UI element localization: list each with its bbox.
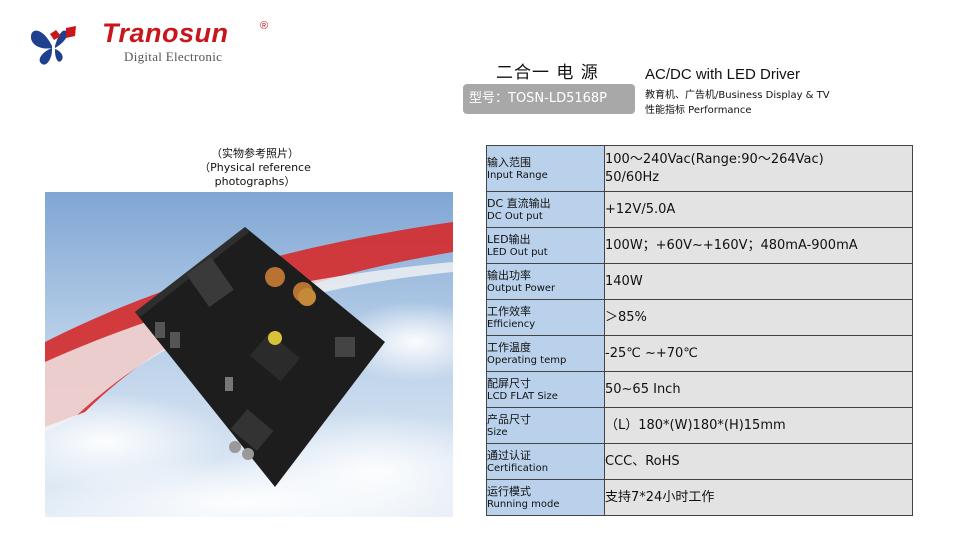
spec-value: 100W；+60V~+160V；480mA-900mA [604,227,913,264]
spec-label-cn: 工作温度 [487,340,531,354]
spec-value-line: 50/60Hz [605,169,660,185]
spec-label: 输出功率 Output Power [486,263,605,300]
spec-label: 输入范围 Input Range [486,145,605,192]
spec-label-en: Size [487,426,508,438]
spec-label-cn: DC 直流输出 [487,196,551,210]
spec-value-line: ＞85% [605,309,647,325]
spec-label: DC 直流输出 DC Out put [486,191,605,228]
spec-row: DC 直流输出 DC Out put +12V/5.0A [486,191,913,228]
spec-row: 工作温度 Operating temp -25℃ ~+70℃ [486,335,913,372]
spec-value: 100～240Vac(Range:90～264Vac) 50/60Hz [604,145,913,192]
spec-label: 工作温度 Operating temp [486,335,605,372]
spec-label-en: Output Power [487,282,556,294]
spec-label-cn: 通过认证 [487,448,531,462]
spec-label: 运行模式 Running mode [486,479,605,516]
spec-value: +12V/5.0A [604,191,913,228]
spec-row: LED输出 LED Out put 100W；+60V~+160V；480mA-… [486,227,913,264]
product-title-cn: 二合一 电 源 [496,63,599,83]
spec-label: LED输出 LED Out put [486,227,605,264]
spec-label: 工作效率 Efficiency [486,299,605,336]
spec-label: 产品尺寸 Size [486,407,605,444]
product-title-en: AC/DC with LED Driver [645,66,801,83]
model-label: 型号：TOSN-LD5168P [463,84,635,114]
spec-row: 运行模式 Running mode 支持7*24小时工作 [486,479,913,516]
brand-name: Tranosun [102,18,229,48]
spec-value: （L）180*(W)180*(H)15mm [604,407,913,444]
spec-value: -25℃ ~+70℃ [604,335,913,372]
spec-label-en: Operating temp [487,354,567,366]
caption-line: （Physical reference [199,161,311,174]
spec-row: 产品尺寸 Size （L）180*(W)180*(H)15mm [486,407,913,444]
spec-label: 配屏尺寸 LCD FLAT Size [486,371,605,408]
photo-caption: （实物参考照片） （Physical reference photographs… [180,147,330,189]
brand-logo: Tranosun ® Digital Electronic [28,18,278,70]
spec-label-cn: LED输出 [487,232,531,246]
spec-label-cn: 输入范围 [487,155,531,169]
spec-value-line: +12V/5.0A [605,201,676,217]
spec-label-en: Input Range [487,169,548,181]
spec-value-line: 100～240Vac(Range:90～264Vac) [605,151,824,167]
spec-value-line: 支持7*24小时工作 [605,489,715,505]
spec-value-line: 50~65 Inch [605,381,681,397]
spec-label-en: LCD FLAT Size [487,390,558,402]
spec-label: 通过认证 Certification [486,443,605,480]
registered-mark: ® [260,20,269,32]
spec-label-en: Running mode [487,498,560,510]
spec-label-cn: 运行模式 [487,484,531,498]
spec-value-line: （L）180*(W)180*(H)15mm [605,417,786,433]
spec-row: 工作效率 Efficiency ＞85% [486,299,913,336]
spec-value: CCC、RoHS [604,443,913,480]
spec-label-cn: 产品尺寸 [487,412,531,426]
butterfly-logo-icon [30,26,76,65]
spec-label-en: Certification [487,462,549,474]
pcb-board-icon [135,227,385,487]
spec-row: 输出功率 Output Power 140W [486,263,913,300]
spec-table: 输入范围 Input Range 100～240Vac(Range:90～264… [486,145,913,516]
spec-label-cn: 工作效率 [487,304,531,318]
spec-row: 配屏尺寸 LCD FLAT Size 50~65 Inch [486,371,913,408]
spec-label-en: Efficiency [487,318,536,330]
spec-value-line: -25℃ ~+70℃ [605,345,698,361]
performance-heading: 性能指标 Performance [645,105,752,116]
application-text: 教育机、广告机/Business Display & TV [645,90,830,101]
brand-tagline: Digital Electronic [124,49,223,64]
caption-line: photographs） [214,175,296,188]
spec-value: 支持7*24小时工作 [604,479,913,516]
spec-value-line: CCC、RoHS [605,453,680,469]
spec-value: 50~65 Inch [604,371,913,408]
spec-label-cn: 配屏尺寸 [487,376,531,390]
product-photo [45,192,453,517]
spec-value: ＞85% [604,299,913,336]
caption-line: （实物参考照片） [211,147,299,160]
spec-label-en: LED Out put [487,246,548,258]
spec-row: 通过认证 Certification CCC、RoHS [486,443,913,480]
spec-value-line: 100W；+60V~+160V；480mA-900mA [605,237,858,253]
spec-value-line: 140W [605,273,643,289]
spec-label-cn: 输出功率 [487,268,531,282]
spec-row: 输入范围 Input Range 100～240Vac(Range:90～264… [486,145,913,192]
spec-value: 140W [604,263,913,300]
spec-label-en: DC Out put [487,210,543,222]
